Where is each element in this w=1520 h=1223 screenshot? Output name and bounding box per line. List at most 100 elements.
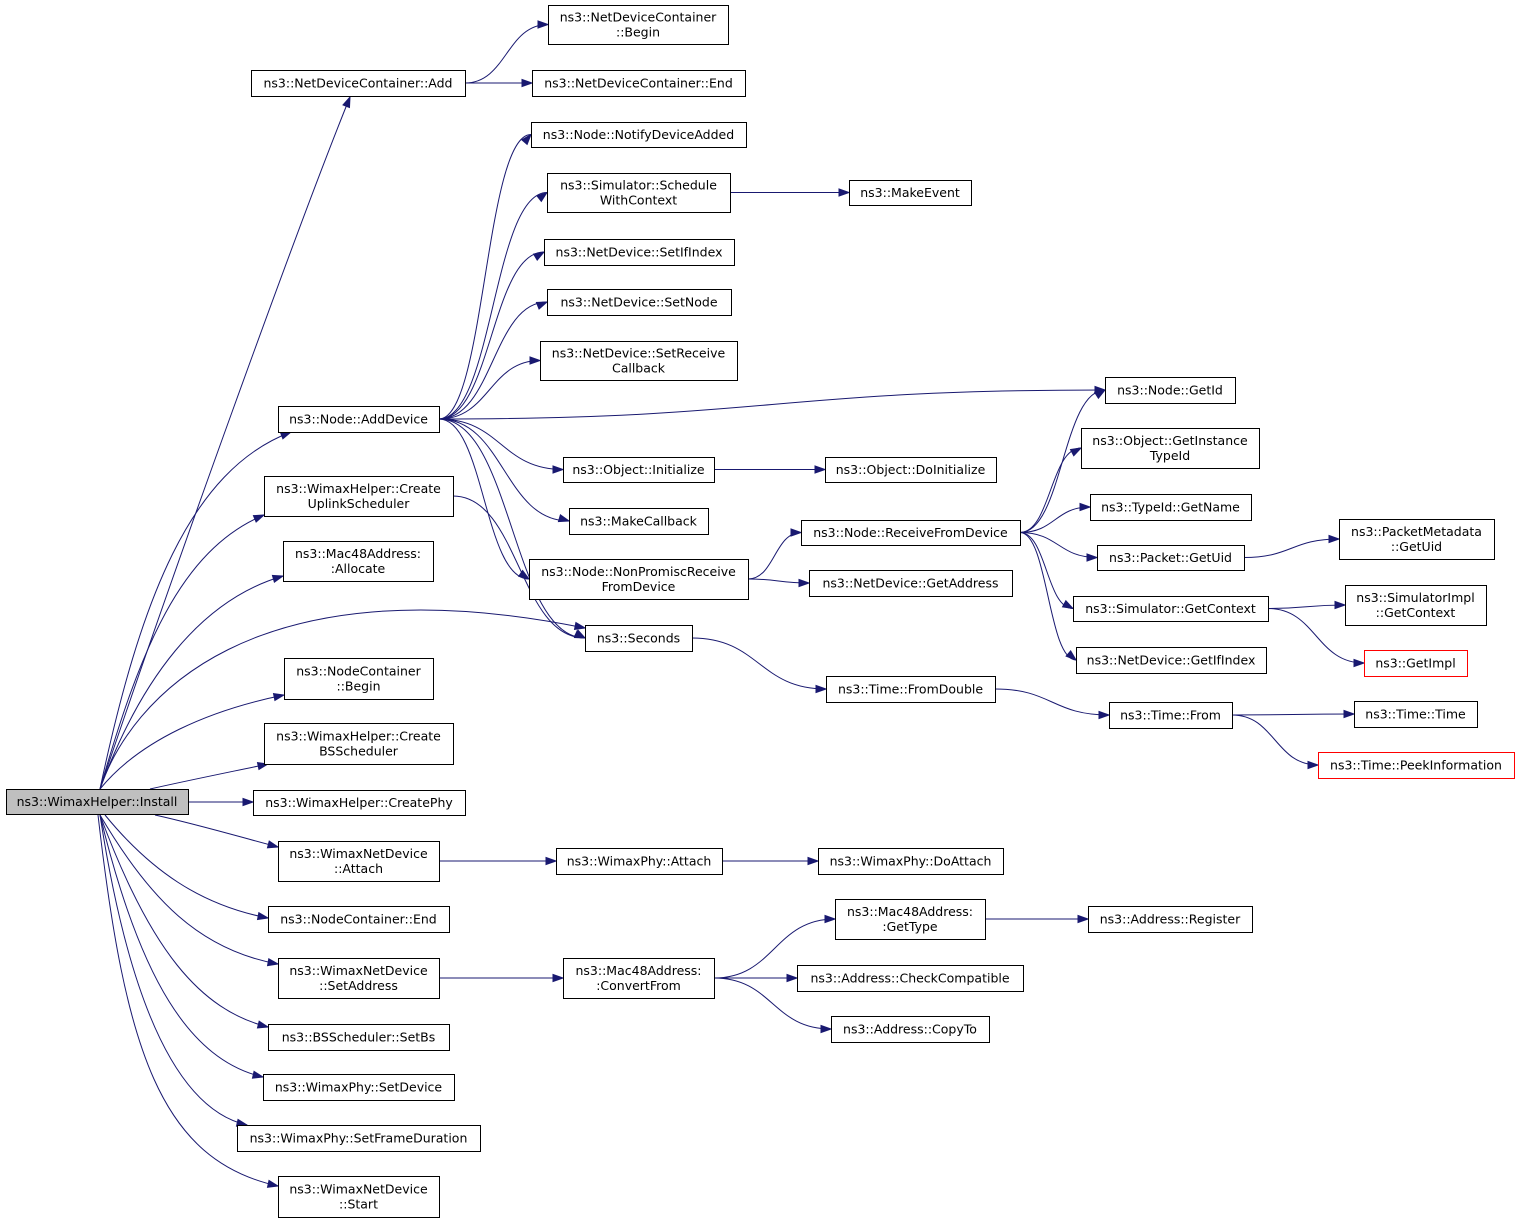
node-obj-doinit[interactable]: ns3::Object::DoInitialize: [825, 457, 997, 483]
arrowhead: [252, 514, 266, 523]
call-edge-ndc_add-to-ndc_end: [465, 78, 534, 88]
node-nd-setifindex[interactable]: ns3::NetDevice::SetIfIndex: [544, 239, 735, 266]
node-node-getid[interactable]: ns3::Node::GetId: [1105, 377, 1236, 404]
node-label-line: ns3::Seconds: [597, 631, 680, 646]
edge-line: [1267, 604, 1346, 609]
edge-line: [99, 814, 264, 1078]
node-label-line: ns3::Packet::GetUid: [1109, 550, 1232, 565]
node-node-notify[interactable]: ns3::Node::NotifyDeviceAdded: [531, 122, 747, 148]
call-edge-install-to-wnd_attach: [154, 814, 280, 849]
edge-layer: [97, 20, 1366, 1188]
edge-line: [1019, 532, 1077, 661]
node-label-line: ns3::Object::Initialize: [572, 462, 705, 477]
node-label-line: ns3::Node::AddDevice: [289, 412, 428, 427]
node-label-line: ns3::Mac48Address:: [295, 546, 421, 561]
node-nc-end[interactable]: ns3::NodeContainer::End: [268, 906, 450, 933]
node-wh-createphy[interactable]: ns3::WimaxHelper::CreatePhy: [253, 790, 466, 816]
node-wnd-attach[interactable]: ns3::WimaxNetDevice::Attach: [278, 841, 440, 882]
node-box: [547, 173, 731, 213]
node-box: [1097, 545, 1245, 571]
node-box: [563, 958, 715, 999]
node-time-fromdouble[interactable]: ns3::Time::FromDouble: [826, 676, 996, 703]
node-seconds[interactable]: ns3::Seconds: [585, 625, 693, 652]
node-wphy-doattach[interactable]: ns3::WimaxPhy::DoAttach: [818, 848, 1004, 875]
node-nd-getaddr[interactable]: ns3::NetDevice::GetAddress: [809, 570, 1013, 597]
node-time-from[interactable]: ns3::Time::From: [1109, 702, 1233, 729]
node-getimpl[interactable]: ns3::GetImpl: [1364, 650, 1468, 677]
node-addr-checkcompat[interactable]: ns3::Address::CheckCompatible: [797, 965, 1024, 992]
node-label-line: ns3::NetDevice::SetReceive: [552, 346, 726, 361]
arrowhead: [266, 958, 280, 967]
node-ndc-end[interactable]: ns3::NetDeviceContainer::End: [532, 70, 746, 97]
node-install[interactable]: ns3::WimaxHelper::Install: [6, 789, 189, 815]
node-ndc-begin[interactable]: ns3::NetDeviceContainer::Begin: [548, 5, 729, 45]
node-box: [835, 899, 986, 940]
node-label-line: ns3::WimaxNetDevice: [289, 846, 428, 861]
node-node-adddev[interactable]: ns3::Node::AddDevice: [278, 406, 440, 433]
edge-line: [438, 418, 564, 470]
node-wnd-start[interactable]: ns3::WimaxNetDevice::Start: [278, 1176, 440, 1218]
arrowhead: [279, 431, 293, 440]
call-edge-node_adddev-to-nd_setifindex: [438, 251, 546, 420]
node-time-peek[interactable]: ns3::Time::PeekInformation: [1318, 752, 1515, 779]
arrowhead: [815, 684, 828, 694]
arrowhead: [1334, 600, 1347, 610]
node-wnd-setaddr[interactable]: ns3::WimaxNetDevice::SetAddress: [278, 958, 440, 999]
node-addr-register[interactable]: ns3::Address::Register: [1088, 906, 1253, 933]
node-pm-getuid[interactable]: ns3::PacketMetadata::GetUid: [1339, 519, 1495, 560]
node-makecallback[interactable]: ns3::MakeCallback: [569, 508, 709, 535]
node-label-line: ns3::SimulatorImpl: [1356, 590, 1474, 605]
node-time-time[interactable]: ns3::Time::Time: [1354, 701, 1478, 728]
node-label-line: UplinkScheduler: [308, 496, 411, 511]
node-label-line: WithContext: [600, 193, 677, 208]
node-mac-alloc[interactable]: ns3::Mac48Address::Allocate: [283, 541, 434, 582]
node-nc-begin[interactable]: ns3::NodeContainer::Begin: [284, 658, 434, 700]
call-edge-node_adddev-to-node_notify: [438, 133, 532, 420]
node-node-recv[interactable]: ns3::Node::ReceiveFromDevice: [801, 520, 1021, 546]
node-addr-copyto[interactable]: ns3::Address::CopyTo: [831, 1016, 990, 1043]
node-wphy-attach[interactable]: ns3::WimaxPhy::Attach: [556, 848, 723, 875]
edge-line: [99, 96, 351, 790]
call-edge-node_adddev-to-obj_init: [438, 418, 565, 474]
node-typeid-getname[interactable]: ns3::TypeId::GetName: [1090, 494, 1252, 521]
node-label-line: ns3::Time::From: [1120, 708, 1221, 723]
node-box: [1081, 428, 1260, 469]
call-edge-node_adddev-to-node_getid: [438, 385, 1107, 420]
edge-line: [747, 532, 802, 580]
arrowhead: [1069, 447, 1083, 457]
node-label-line: ns3::Object::GetInstance: [1092, 433, 1248, 448]
call-edge-mac_convert-to-mac_gettype: [713, 914, 837, 979]
node-label-line: ns3::Node::GetId: [1117, 383, 1223, 398]
edge-line: [99, 514, 265, 790]
node-simimpl-getctx[interactable]: ns3::SimulatorImpl::GetContext: [1345, 585, 1487, 626]
node-wphy-setdevice[interactable]: ns3::WimaxPhy::SetDevice: [263, 1074, 455, 1101]
call-edge-ndc_add-to-ndc_begin: [464, 20, 550, 84]
node-ndc-add[interactable]: ns3::NetDeviceContainer::Add: [251, 70, 466, 97]
node-box: [283, 541, 434, 582]
node-wphy-setframe[interactable]: ns3::WimaxPhy::SetFrameDuration: [237, 1125, 481, 1152]
node-label-line: ns3::Node::NotifyDeviceAdded: [543, 127, 734, 142]
edge-line: [438, 418, 530, 580]
edge-line: [99, 814, 279, 965]
node-packet-getuid[interactable]: ns3::Packet::GetUid: [1097, 545, 1245, 571]
node-mac-gettype[interactable]: ns3::Mac48Address::GetType: [835, 899, 986, 940]
arrowhead: [557, 514, 571, 523]
arrowhead: [520, 133, 532, 146]
arrowhead: [272, 692, 286, 702]
arrowhead: [1065, 649, 1078, 661]
node-obj-init[interactable]: ns3::Object::Initialize: [563, 457, 715, 483]
node-box: [278, 841, 440, 882]
node-mac-convert[interactable]: ns3::Mac48Address::ConvertFrom: [563, 958, 715, 999]
node-bss-setbs[interactable]: ns3::BSScheduler::SetBs: [268, 1024, 450, 1051]
node-makeevent[interactable]: ns3::MakeEvent: [849, 180, 972, 206]
arrowhead: [1098, 710, 1111, 720]
node-nd-setnode[interactable]: ns3::NetDevice::SetNode: [547, 289, 732, 316]
node-nd-getifindex[interactable]: ns3::NetDevice::GetIfIndex: [1076, 647, 1267, 674]
node-sim-getctx[interactable]: ns3::Simulator::GetContext: [1073, 596, 1269, 622]
